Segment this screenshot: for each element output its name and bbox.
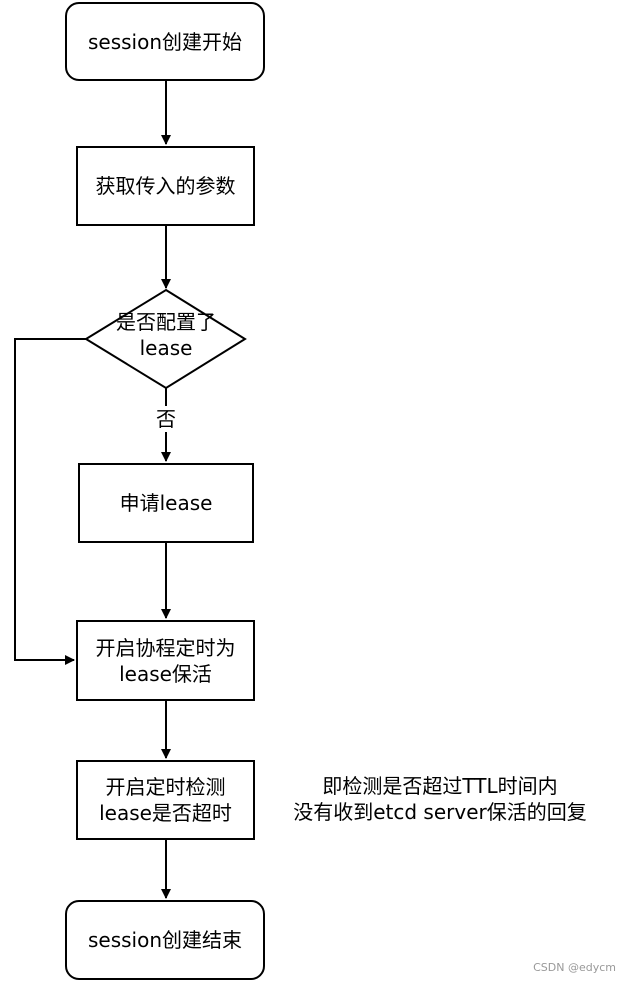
decision-label-line2: lease bbox=[139, 336, 193, 360]
end-node-label: session创建结束 bbox=[87, 928, 243, 952]
keepalive-label-line1: 开启协程定时为 bbox=[95, 635, 236, 660]
get-params-node: 获取传入的参数 bbox=[76, 146, 255, 226]
watermark: CSDN @edycm bbox=[533, 961, 616, 974]
end-node: session创建结束 bbox=[65, 900, 265, 980]
keepalive-label-line2: lease保活 bbox=[119, 661, 212, 686]
timeout-label-line2: lease是否超时 bbox=[99, 801, 232, 825]
edge-decision-yes-bypass bbox=[14, 338, 86, 665]
timeout-label-line1: 开启定时检测 bbox=[105, 775, 226, 799]
decision-label-line1: 是否配置了 bbox=[116, 310, 216, 334]
apply-lease-label: 申请lease bbox=[119, 491, 213, 515]
timeout-annotation: 即检测是否超过TTL时间内 没有收到etcd server保活的回复 bbox=[262, 773, 618, 825]
get-params-label: 获取传入的参数 bbox=[95, 174, 236, 198]
decision-label: 是否配置了 lease bbox=[86, 309, 246, 361]
edge-label-no: 否 bbox=[154, 406, 178, 432]
apply-lease-node: 申请lease bbox=[78, 463, 254, 543]
annotation-line1: 即检测是否超过TTL时间内 bbox=[322, 774, 558, 798]
keepalive-node: 开启协程定时为 lease保活 bbox=[76, 620, 255, 701]
timeout-check-node: 开启定时检测 lease是否超时 bbox=[76, 760, 255, 840]
start-node-label: session创建开始 bbox=[87, 29, 243, 54]
annotation-line2: 没有收到etcd server保活的回复 bbox=[293, 800, 587, 824]
start-node: session创建开始 bbox=[65, 2, 265, 81]
